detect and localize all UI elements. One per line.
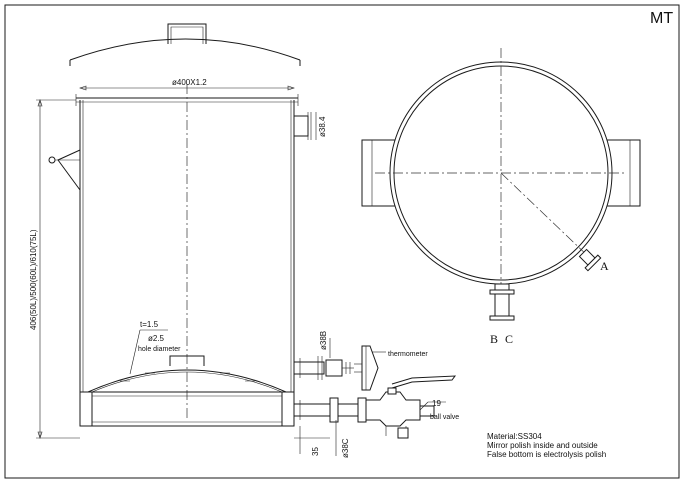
ball-valve-assembly: 19 ball valve	[293, 375, 459, 439]
top-fitting-label: ø38.4	[318, 116, 327, 137]
top-view: A B C	[361, 48, 641, 346]
bottom-fitting-label: ø38C	[341, 438, 350, 458]
top-fitting	[293, 115, 309, 137]
port-b-label: B	[490, 332, 498, 346]
height-label: 406(50L)/500(60L)/610(75L)	[29, 229, 38, 330]
false-bottom	[87, 369, 287, 393]
lid	[69, 38, 301, 61]
port-a-fitting	[578, 248, 602, 272]
note-material: Material:SS304	[487, 432, 542, 441]
port-bc-fitting	[489, 283, 515, 321]
valve-size-label: 19	[432, 399, 441, 408]
notes-block: Material:SS304 Mirror polish inside and …	[487, 432, 606, 459]
thermometer-label: thermometer	[388, 351, 428, 358]
bottom-offset-label: 35	[311, 447, 320, 456]
lid-handle	[167, 23, 207, 44]
note-mirror-polish: Mirror polish inside and outside	[487, 441, 598, 450]
side-handle	[57, 149, 81, 191]
ball-valve-label: ball valve	[430, 414, 459, 421]
thickness-label: t=1.5	[140, 320, 159, 329]
valve-handle	[391, 375, 457, 389]
ball-valve	[365, 391, 421, 427]
left-handle-top	[361, 139, 395, 207]
note-false-bottom: False bottom is electrolysis polish	[487, 450, 606, 459]
drawing-frame	[4, 4, 680, 479]
port-c-label: C	[505, 332, 513, 346]
port-a-label: A	[600, 259, 609, 273]
model-code: MT	[650, 10, 673, 27]
side-fitting-label: ø38B	[319, 331, 328, 350]
hole-size-label: ø2.5	[148, 334, 165, 343]
right-handle-top	[607, 139, 641, 207]
hole-diameter-label: hole diameter	[138, 346, 181, 353]
vessel-diameter-label: ø400X1.2	[172, 78, 207, 87]
side-view: ø400X1.2 406(50L)/500(60L)/610(75L) ø38.…	[29, 23, 459, 458]
thermometer-fitting: ø38B thermometer	[293, 331, 428, 391]
